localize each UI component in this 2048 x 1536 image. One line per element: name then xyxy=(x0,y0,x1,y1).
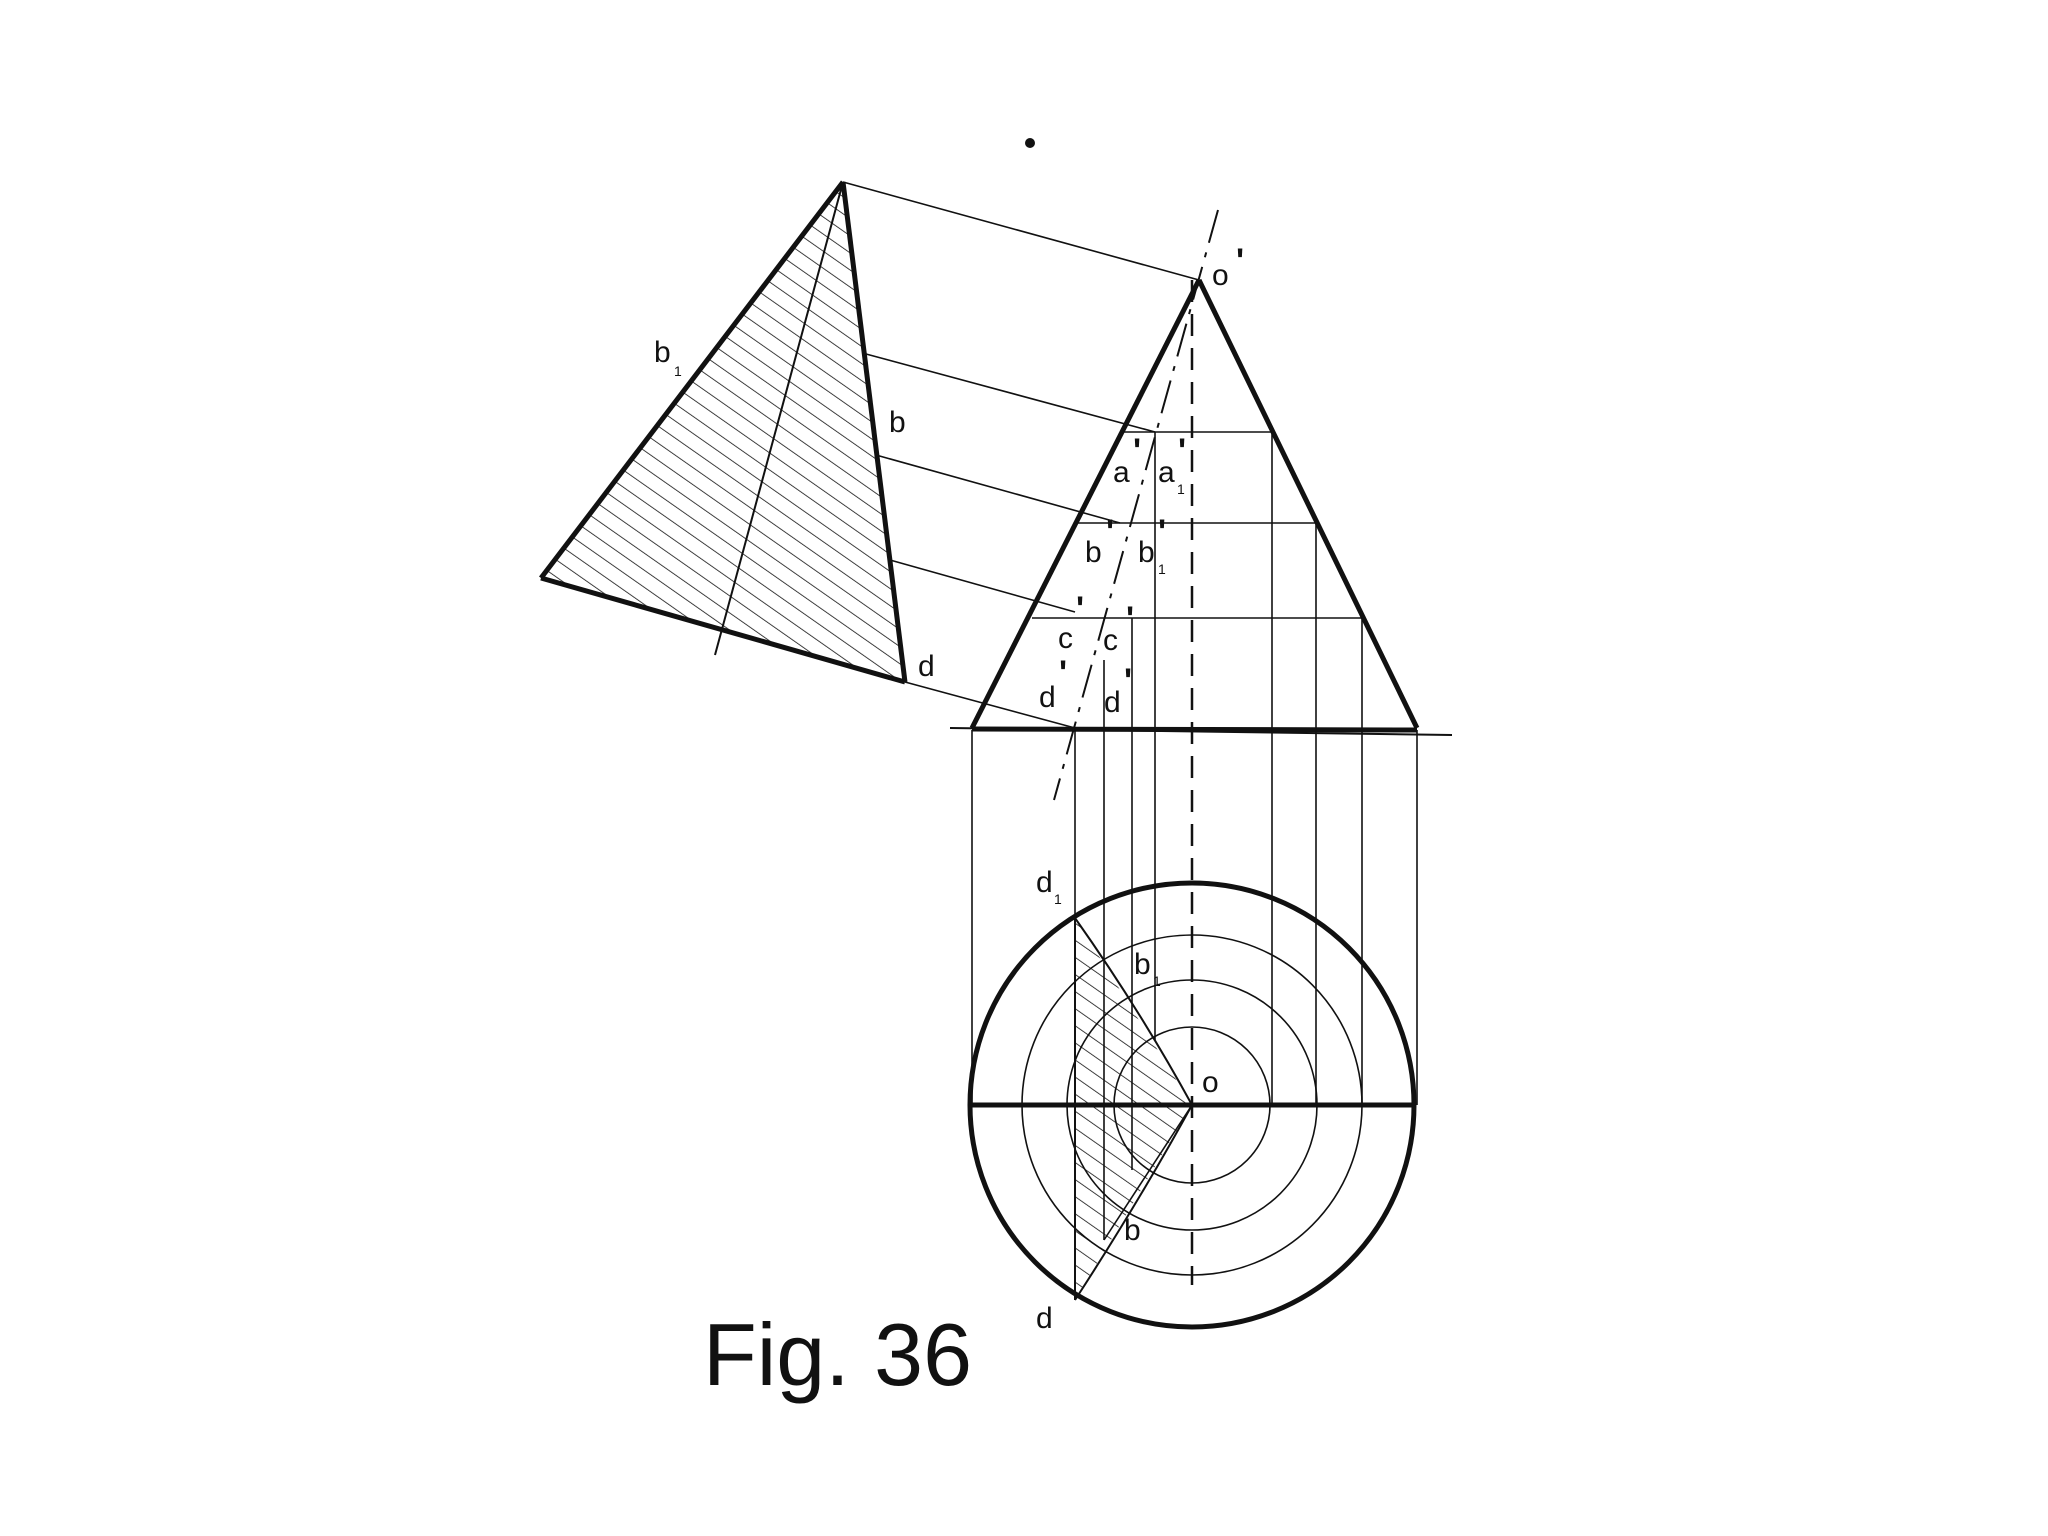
label-c1-prime: c xyxy=(1103,624,1118,657)
svg-text:1: 1 xyxy=(1054,891,1062,907)
label-b1-plan: b xyxy=(1134,948,1151,981)
label-d1-prime: d xyxy=(1104,686,1121,719)
svg-text:': ' xyxy=(1059,654,1067,692)
svg-text:': ' xyxy=(1124,662,1132,700)
label-b1-section: b xyxy=(654,336,671,369)
figure-caption: Fig. 36 xyxy=(703,1305,972,1404)
plan-section-hatch xyxy=(1075,918,1192,1300)
label-b-plan: b xyxy=(1124,1214,1141,1247)
cutting-plane-trace xyxy=(1053,209,1219,801)
svg-text:': ' xyxy=(1076,590,1084,628)
stray-dot xyxy=(1025,138,1035,148)
label-d-section: d xyxy=(918,650,935,683)
labels: b 1 b d o ' a ' a 1 ' b ' b 1 ' c ' c ' … xyxy=(654,242,1244,1404)
label-b-section: b xyxy=(889,406,906,439)
section-true-size xyxy=(539,180,908,685)
cone-front-view xyxy=(949,209,1453,1285)
svg-text:': ' xyxy=(1133,432,1141,470)
svg-text:': ' xyxy=(1106,513,1114,551)
svg-text:': ' xyxy=(1158,513,1166,551)
svg-text:1: 1 xyxy=(1177,481,1185,497)
projection-lines xyxy=(842,181,1200,729)
label-c-prime: c xyxy=(1058,622,1073,655)
label-o-plan: o xyxy=(1202,1066,1219,1099)
svg-text:': ' xyxy=(1178,432,1186,470)
label-b1-prime: b xyxy=(1138,536,1155,569)
svg-text:': ' xyxy=(1126,600,1134,638)
label-o-prime: o xyxy=(1212,259,1229,292)
label-a1-prime: a xyxy=(1158,456,1175,489)
label-b-prime: b xyxy=(1085,536,1102,569)
label-d-prime: d xyxy=(1039,681,1056,714)
cone-plan-view xyxy=(967,880,1417,1330)
label-d1-plan: d xyxy=(1036,866,1053,899)
svg-text:1: 1 xyxy=(1153,973,1161,989)
section-hatch-fill xyxy=(541,182,905,682)
svg-text:1: 1 xyxy=(674,363,682,379)
svg-text:': ' xyxy=(1236,242,1244,280)
label-a-prime: a xyxy=(1113,456,1130,489)
svg-text:1: 1 xyxy=(1158,561,1166,577)
label-d-plan: d xyxy=(1036,1302,1053,1335)
section-axis-line xyxy=(714,181,844,656)
